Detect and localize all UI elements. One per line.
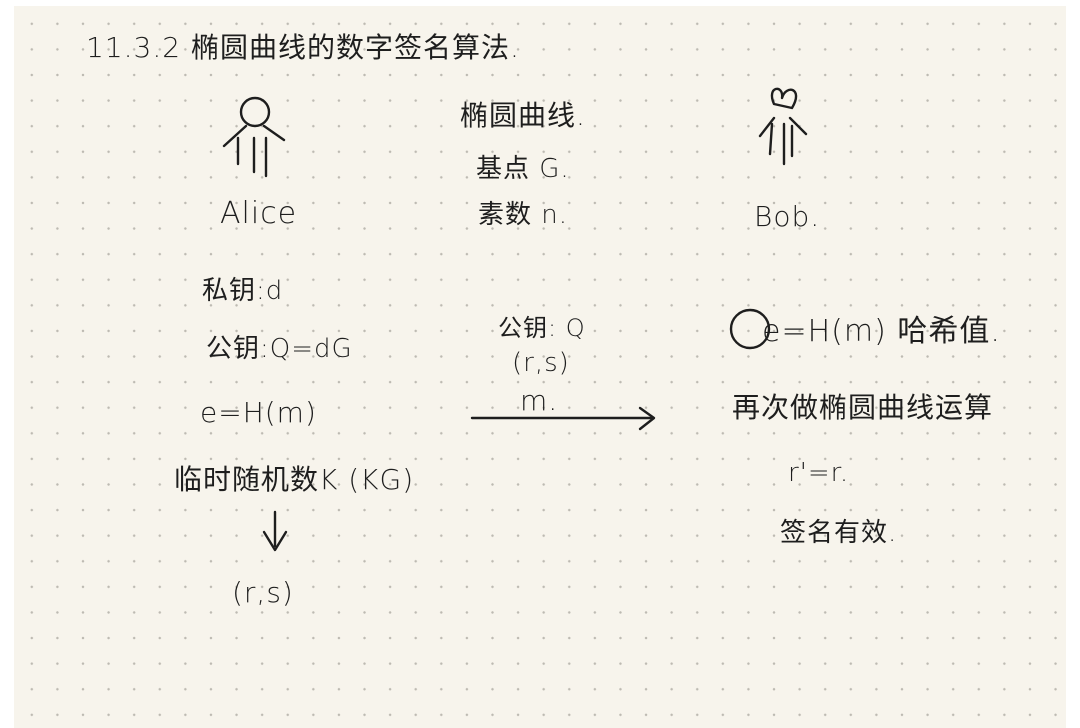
page-title: 11.3.2 椭圆曲线的数字签名算法. xyxy=(86,31,520,64)
notebook-page: 11.3.2 椭圆曲线的数字签名算法. xyxy=(14,6,1066,728)
alice-name: Alice xyxy=(220,196,298,231)
alice-public-key: 公钥:Q=dG xyxy=(206,334,353,364)
curve-label: 椭圆曲线. xyxy=(460,99,586,132)
base-point-label: 基点 G. xyxy=(476,154,570,184)
bob-compute: 再次做椭圆曲线运算 xyxy=(732,391,994,424)
bob-hash: e=H(m) 哈希值. xyxy=(762,314,1001,349)
alice-signature: (r,s) xyxy=(232,576,294,609)
bob-signature-valid: 签名有效. xyxy=(780,518,898,548)
circled-e-icon xyxy=(729,308,771,350)
sketch-layer xyxy=(222,87,808,552)
bob-figure-icon xyxy=(758,87,808,166)
down-arrow-icon xyxy=(262,510,288,552)
alice-random-k: 临时随机数K (KG) xyxy=(174,463,415,496)
alice-hash: e=H(m) xyxy=(200,396,317,429)
send-arrow-icon xyxy=(470,406,656,431)
alice-private-key: 私钥:d xyxy=(202,276,284,306)
prime-label: 素数 n. xyxy=(478,200,569,230)
transmitted-public-key: 公钥: Q xyxy=(498,314,586,342)
transmitted-signature: (r,s) xyxy=(512,348,570,378)
transmitted-message: m. xyxy=(520,384,559,417)
alice-figure-icon xyxy=(222,96,286,178)
bob-compare: r'=r. xyxy=(788,458,850,488)
bob-name: Bob. xyxy=(754,200,821,233)
